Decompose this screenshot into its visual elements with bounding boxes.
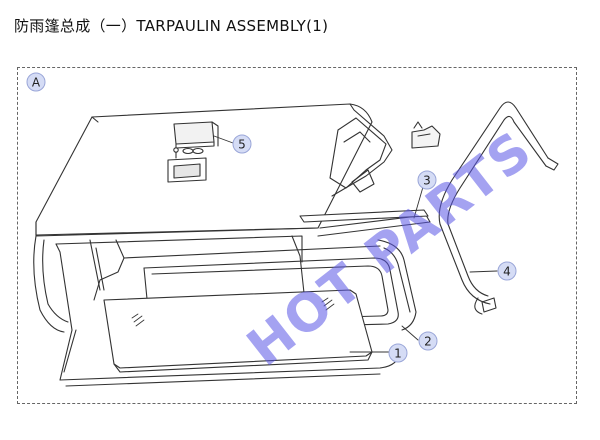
- callout-4: 4: [497, 261, 517, 281]
- watermark-text: HOT PARTS: [237, 120, 545, 379]
- part-5-hatch: [167, 121, 219, 183]
- svg-text:4: 4: [503, 265, 511, 279]
- svg-text:5: 5: [238, 138, 246, 152]
- section-label: A: [32, 76, 41, 90]
- svg-text:2: 2: [424, 335, 432, 349]
- part-1-glass-panel: [103, 289, 373, 373]
- section-badge: A: [26, 72, 46, 92]
- svg-text:3: 3: [423, 174, 431, 188]
- callout-3: 3: [417, 170, 437, 190]
- callout-5: 5: [232, 134, 252, 154]
- part-3-strip: [299, 209, 429, 223]
- callout-1: 1: [388, 343, 408, 363]
- diagram-frame: [17, 67, 577, 404]
- canopy-roof: [33, 103, 431, 333]
- page-title: 防雨篷总成（一）TARPAULIN ASSEMBLY(1): [14, 17, 329, 35]
- svg-text:1: 1: [394, 347, 402, 361]
- part-4-tube-bow: [438, 101, 559, 315]
- callout-2: 2: [418, 331, 438, 351]
- side-bracket: [411, 121, 441, 149]
- leader-lines: [213, 135, 498, 353]
